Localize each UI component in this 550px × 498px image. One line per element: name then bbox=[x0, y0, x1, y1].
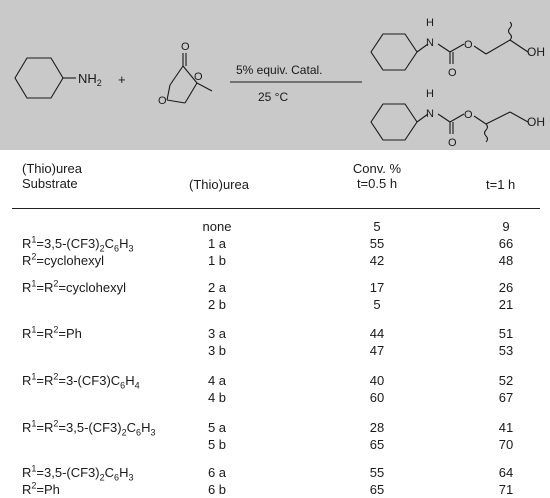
nh-n-label-2: N bbox=[426, 108, 434, 120]
row-conversion-half-hour: 55 bbox=[369, 465, 385, 480]
row-conversion-half-hour: 65 bbox=[369, 437, 385, 452]
reaction-scheme-drawing: NH2 + O O O 5% equiv. Catal. 25 °C H N O… bbox=[14, 17, 545, 149]
row-catalyst: 3 a bbox=[207, 326, 227, 341]
row-catalyst: 6 a bbox=[207, 465, 227, 480]
row-catalyst: 2 a bbox=[207, 280, 227, 295]
row-catalyst: 1 b bbox=[207, 253, 227, 268]
row-catalyst: 5 a bbox=[207, 420, 227, 435]
row-conversion-one-hour: 71 bbox=[498, 482, 514, 497]
row-conversion-half-hour: 60 bbox=[369, 390, 385, 405]
reaction-scheme: NH2 + O O O 5% equiv. Catal. 25 °C H N O… bbox=[0, 0, 550, 150]
header-substrate: (Thio)urea Substrate bbox=[22, 161, 82, 191]
row-conversion-one-hour: 9 bbox=[502, 219, 510, 234]
ring-oxygen-right: O bbox=[194, 71, 203, 83]
row-conversion-half-hour: 44 bbox=[369, 326, 385, 341]
header-conversion: Conv. % t=0.5 h bbox=[342, 161, 412, 191]
row-catalyst: 5 b bbox=[207, 437, 227, 452]
row-catalyst: 2 b bbox=[207, 297, 227, 312]
row-substrate: R1=3,5-(CF3)2C6H3 bbox=[22, 234, 134, 254]
row-conversion-half-hour: 5 bbox=[373, 297, 381, 312]
row-conversion-half-hour: 17 bbox=[369, 280, 385, 295]
header-substrate-line2: Substrate bbox=[22, 176, 78, 191]
nh-h-label-1: H bbox=[426, 17, 434, 29]
row-conversion-half-hour: 55 bbox=[369, 236, 385, 251]
cyclohexane-ring-reactant bbox=[14, 57, 64, 99]
row-conversion-one-hour: 41 bbox=[498, 420, 514, 435]
hydroxyl-label-2: OH bbox=[527, 115, 545, 129]
row-conversion-one-hour: 66 bbox=[498, 236, 514, 251]
header-conv-line1: Conv. % bbox=[352, 161, 402, 176]
row-conversion-one-hour: 67 bbox=[498, 390, 514, 405]
row-conversion-one-hour: 64 bbox=[498, 465, 514, 480]
row-conversion-half-hour: 42 bbox=[369, 253, 385, 268]
row-catalyst: 6 b bbox=[207, 482, 227, 497]
row-substrate: R1=3,5-(CF3)2C6H3 bbox=[22, 463, 134, 483]
cyclohexane-ring-product-2 bbox=[370, 103, 418, 141]
header-conv-line2: t=0.5 h bbox=[356, 176, 398, 191]
row-substrate: R1=R2=cyclohexyl bbox=[22, 278, 126, 295]
carbonate-ring bbox=[182, 65, 198, 84]
row-conversion-half-hour: 65 bbox=[369, 482, 385, 497]
header-substrate-line1: (Thio)urea bbox=[22, 161, 82, 176]
condition-temperature: 25 °C bbox=[258, 90, 288, 104]
amine-group-label: NH2 bbox=[78, 71, 102, 88]
row-conversion-one-hour: 51 bbox=[498, 326, 514, 341]
ring-oxygen-left: O bbox=[158, 95, 167, 107]
row-substrate: R2=cyclohexyl bbox=[22, 251, 104, 268]
hydroxyl-label-1: OH bbox=[527, 45, 545, 59]
row-catalyst: 4 b bbox=[207, 390, 227, 405]
table-top-rule bbox=[12, 208, 540, 209]
row-conversion-one-hour: 21 bbox=[498, 297, 514, 312]
row-substrate: R2=Ph bbox=[22, 480, 60, 497]
row-catalyst: none bbox=[202, 219, 232, 234]
row-conversion-one-hour: 52 bbox=[498, 373, 514, 388]
header-thiourea: (Thio)urea bbox=[189, 177, 249, 192]
cyclohexane-ring-product-1 bbox=[370, 33, 418, 71]
row-conversion-half-hour: 28 bbox=[369, 420, 385, 435]
plus-sign: + bbox=[118, 72, 126, 87]
row-conversion-one-hour: 70 bbox=[498, 437, 514, 452]
ester-o-label-2: O bbox=[464, 109, 473, 121]
row-catalyst: 1 a bbox=[207, 236, 227, 251]
row-conversion-half-hour: 5 bbox=[373, 219, 381, 234]
header-t1: t=1 h bbox=[486, 177, 516, 192]
nh-h-label-2: H bbox=[426, 88, 434, 100]
row-substrate: R1=R2=Ph bbox=[22, 324, 82, 341]
row-substrate: R1=R2=3,5-(CF3)2C6H3 bbox=[22, 418, 156, 438]
row-substrate: R1=R2=3-(CF3)C6H4 bbox=[22, 371, 140, 391]
row-catalyst: 4 a bbox=[207, 373, 227, 388]
condition-catalyst: 5% equiv. Catal. bbox=[236, 63, 323, 77]
nh-n-label-1: N bbox=[426, 37, 434, 49]
row-conversion-one-hour: 53 bbox=[498, 343, 514, 358]
carbonyl-oxygen: O bbox=[181, 41, 190, 53]
row-catalyst: 3 b bbox=[207, 343, 227, 358]
row-conversion-half-hour: 40 bbox=[369, 373, 385, 388]
carbonyl-o-label-2: O bbox=[448, 137, 457, 149]
row-conversion-one-hour: 26 bbox=[498, 280, 514, 295]
row-conversion-one-hour: 48 bbox=[498, 253, 514, 268]
carbonyl-o-label-1: O bbox=[448, 67, 457, 79]
row-conversion-half-hour: 47 bbox=[369, 343, 385, 358]
ester-o-label-1: O bbox=[464, 39, 473, 51]
